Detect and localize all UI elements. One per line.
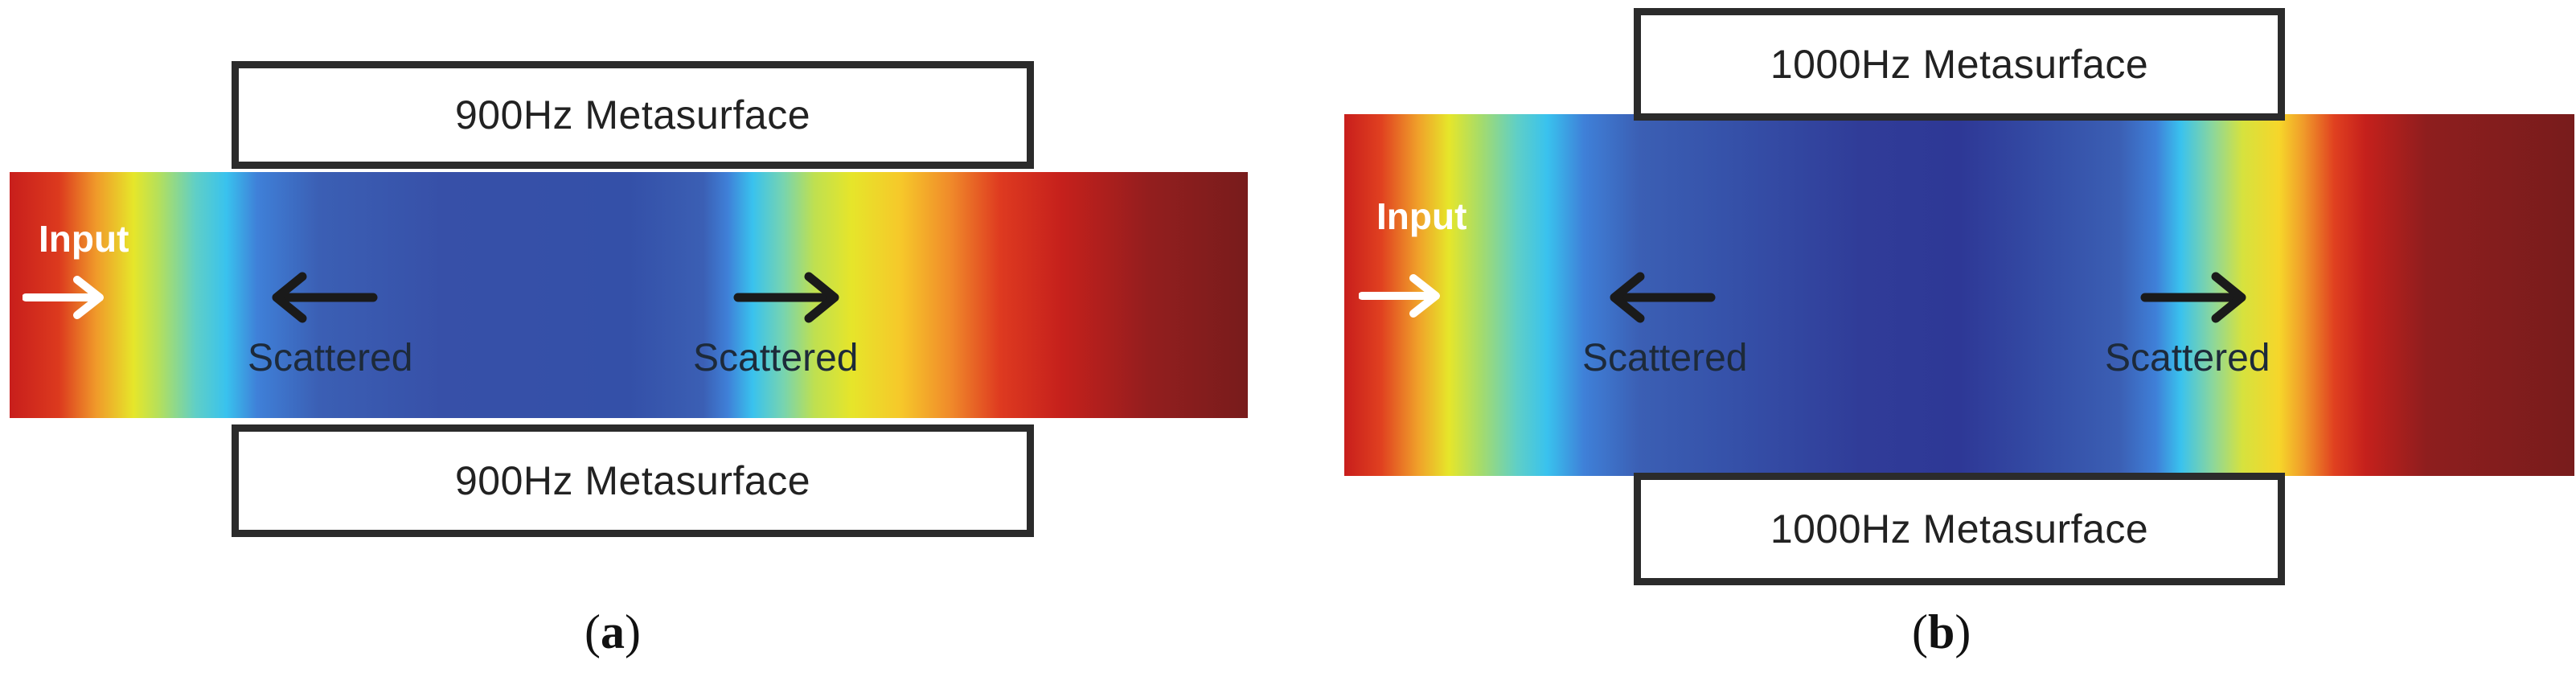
left-arrow-icon	[272, 272, 378, 323]
right-arrow-icon	[2140, 272, 2246, 323]
bottom-metasurface-box-a: 900Hz Metasurface	[232, 424, 1034, 537]
top-metasurface-label-a: 900Hz Metasurface	[454, 92, 811, 137]
bottom-metasurface-label-b: 1000Hz Metasurface	[1770, 506, 2149, 552]
bottom-metasurface-label-a: 900Hz Metasurface	[454, 458, 811, 503]
scattered-right-label-b: Scattered	[2105, 337, 2270, 379]
scattered-left-label-b: Scattered	[1582, 337, 1748, 379]
right-arrow-icon	[733, 272, 839, 323]
pressure-field-b	[1344, 114, 2574, 476]
input-label-b: Input	[1376, 195, 1467, 237]
top-metasurface-label-b: 1000Hz Metasurface	[1770, 42, 2149, 87]
right-arrow-icon	[23, 276, 104, 319]
scattered-left-label-a: Scattered	[248, 337, 413, 379]
caption-a: (a)	[585, 605, 641, 658]
top-metasurface-box-b: 1000Hz Metasurface	[1634, 8, 2285, 121]
bottom-metasurface-box-b: 1000Hz Metasurface	[1634, 473, 2285, 585]
top-metasurface-box-a: 900Hz Metasurface	[232, 61, 1034, 169]
input-label-a: Input	[39, 218, 129, 260]
pressure-field-a	[10, 172, 1248, 418]
caption-b: (b)	[1912, 605, 1971, 658]
left-arrow-icon	[1610, 272, 1716, 323]
right-arrow-icon	[1359, 274, 1440, 318]
scattered-right-label-a: Scattered	[693, 337, 859, 379]
